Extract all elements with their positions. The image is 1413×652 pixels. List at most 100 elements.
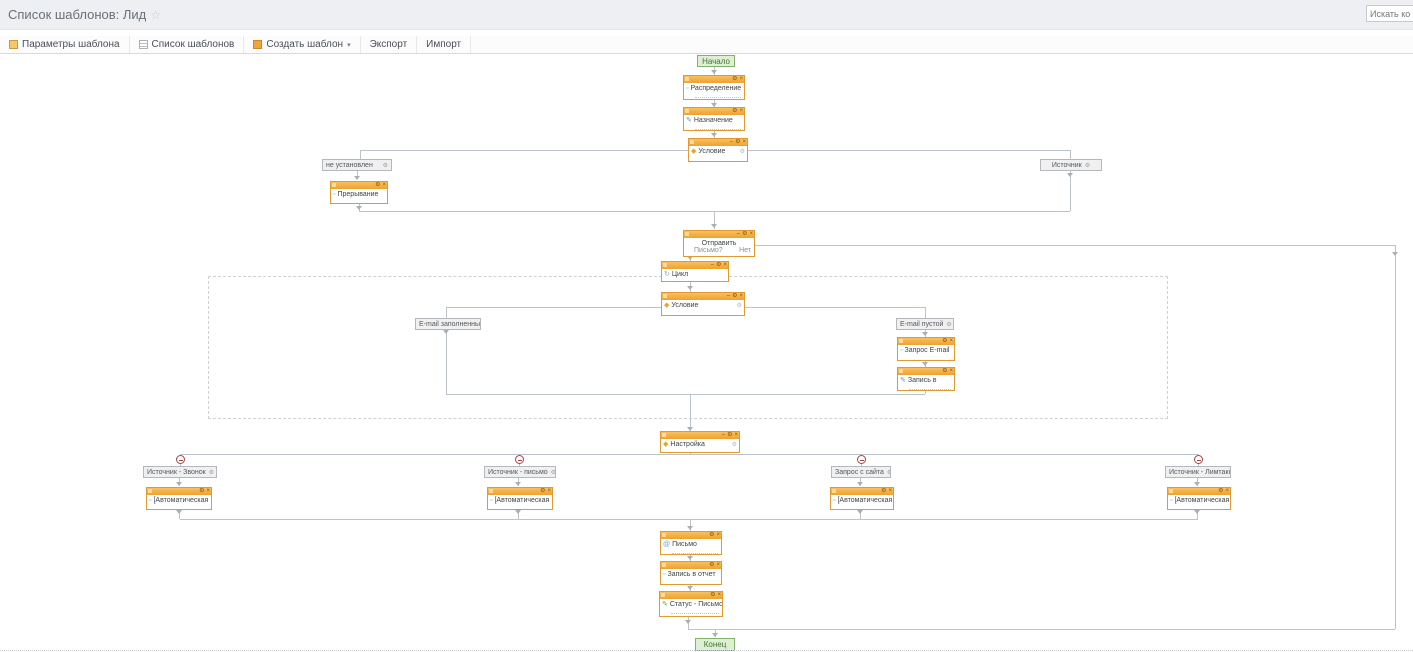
- flow-node-status[interactable]: ⚙× ✎Статус - Письмо: [659, 591, 723, 617]
- flow-node-condition-2[interactable]: –⚙× ◆Условие⚙: [661, 292, 745, 316]
- node-close-icon[interactable]: ×: [382, 182, 386, 189]
- node-settings-icon[interactable]: ⚙: [732, 108, 737, 115]
- start-node[interactable]: Начало: [697, 55, 735, 67]
- node-minimize-icon[interactable]: –: [727, 293, 730, 300]
- node-settings-icon[interactable]: ⚙: [716, 262, 721, 269]
- drag-grip[interactable]: [662, 433, 666, 437]
- node-close-icon[interactable]: ×: [739, 293, 743, 300]
- flow-node-request-email[interactable]: ⚙× ▫Запрос E-mail: [897, 337, 955, 361]
- branch-label-source[interactable]: Источник⚙: [1040, 159, 1102, 171]
- flow-node-auto-4[interactable]: ⚙× ▫[Автоматическая: [1167, 487, 1231, 510]
- drag-grip[interactable]: [663, 263, 667, 267]
- gear-icon[interactable]: ⚙: [383, 162, 388, 169]
- drag-grip[interactable]: [662, 563, 666, 567]
- import-button[interactable]: Импорт: [417, 36, 471, 53]
- gear-icon[interactable]: ⚙: [946, 321, 951, 328]
- search-input[interactable]: [1366, 5, 1413, 22]
- drag-grip[interactable]: [690, 140, 694, 144]
- node-settings-icon[interactable]: ⚙: [732, 293, 737, 300]
- branch-label-not-set[interactable]: не установлен⚙: [322, 159, 392, 171]
- node-settings-icon[interactable]: ⚙: [709, 562, 714, 569]
- flow-node-auto-1[interactable]: ⚙× ▫[Автоматическая: [146, 487, 212, 510]
- node-close-icon[interactable]: ×: [1225, 488, 1229, 495]
- favorite-star-icon[interactable]: ☆: [150, 8, 161, 22]
- flow-node-letter[interactable]: ⚙× @Письмо: [660, 531, 722, 555]
- node-minimize-icon[interactable]: –: [711, 262, 714, 269]
- node-close-icon[interactable]: ×: [739, 108, 743, 115]
- node-close-icon[interactable]: ×: [716, 562, 720, 569]
- drag-grip[interactable]: [332, 183, 336, 187]
- node-settings-icon[interactable]: ⚙: [881, 488, 886, 495]
- node-minimize-icon[interactable]: –: [737, 231, 740, 238]
- collapse-branch-button[interactable]: [515, 455, 524, 464]
- node-close-icon[interactable]: ×: [949, 338, 953, 345]
- drag-grip[interactable]: [663, 294, 667, 298]
- node-settings-icon[interactable]: ⚙: [540, 488, 545, 495]
- drag-grip[interactable]: [489, 489, 493, 493]
- node-close-icon[interactable]: ×: [717, 592, 721, 599]
- flow-node-report[interactable]: ⚙× ▫Запись в отчет: [660, 561, 722, 585]
- flow-node-interruption[interactable]: ⚙× ▫Прерывание: [330, 181, 388, 204]
- gear-icon[interactable]: ⚙: [209, 469, 214, 476]
- drag-grip[interactable]: [661, 593, 665, 597]
- drag-grip[interactable]: [685, 77, 689, 81]
- drag-grip[interactable]: [148, 489, 152, 493]
- collapse-branch-button[interactable]: [857, 455, 866, 464]
- template-params-button[interactable]: Параметры шаблона: [0, 36, 130, 53]
- node-settings-icon[interactable]: ⚙: [1218, 488, 1223, 495]
- node-settings-icon[interactable]: ⚙: [375, 182, 380, 189]
- drag-grip[interactable]: [899, 339, 903, 343]
- flow-node-loop[interactable]: –⚙× ↻Цикл: [661, 261, 729, 282]
- flow-node-send-settings[interactable]: –⚙× ◆Настройка⚙: [660, 431, 740, 453]
- branch-label-email-empty[interactable]: E-mail пустой⚙: [896, 318, 954, 330]
- flow-node-auto-3[interactable]: ⚙× ▫[Автоматическая: [830, 487, 894, 510]
- node-close-icon[interactable]: ×: [739, 76, 743, 83]
- node-settings-icon[interactable]: ⚙: [942, 338, 947, 345]
- node-settings-icon[interactable]: ⚙: [732, 76, 737, 83]
- drag-grip[interactable]: [662, 533, 666, 537]
- node-settings-icon[interactable]: ⚙: [735, 139, 740, 146]
- node-close-icon[interactable]: ×: [547, 488, 551, 495]
- branch-gear-icon[interactable]: ⚙: [740, 148, 745, 155]
- node-settings-icon[interactable]: ⚙: [709, 532, 714, 539]
- node-close-icon[interactable]: ×: [723, 262, 727, 269]
- node-close-icon[interactable]: ×: [734, 432, 738, 439]
- flow-node-assignment[interactable]: ⚙× ✎Назначение: [683, 107, 745, 131]
- node-close-icon[interactable]: ×: [716, 532, 720, 539]
- drag-grip[interactable]: [685, 109, 689, 113]
- flow-node-distribution[interactable]: ⚙× ▫Распределение: [683, 75, 745, 100]
- branch-gear-icon[interactable]: ⚙: [737, 302, 742, 309]
- node-close-icon[interactable]: ×: [206, 488, 210, 495]
- node-settings-icon[interactable]: ⚙: [742, 231, 747, 238]
- drag-grip[interactable]: [832, 489, 836, 493]
- flow-node-send-letter[interactable]: –⚙× Отправить Письмо?Нет: [683, 230, 755, 257]
- template-list-button[interactable]: Список шаблонов: [130, 36, 245, 53]
- collapse-branch-button[interactable]: [176, 455, 185, 464]
- gear-icon[interactable]: ⚙: [551, 469, 556, 476]
- gear-icon[interactable]: ⚙: [1085, 162, 1090, 169]
- drag-grip[interactable]: [1169, 489, 1173, 493]
- node-settings-icon[interactable]: ⚙: [199, 488, 204, 495]
- collapse-branch-button[interactable]: [1194, 455, 1203, 464]
- drag-grip[interactable]: [685, 232, 689, 236]
- flow-node-condition-1[interactable]: –⚙× ◆Условие⚙: [688, 138, 748, 162]
- node-close-icon[interactable]: ×: [742, 139, 746, 146]
- node-settings-icon[interactable]: ⚙: [727, 432, 732, 439]
- branch-label-source-call[interactable]: Источник - Звонок⚙: [143, 466, 217, 478]
- branch-gear-icon[interactable]: ⚙: [732, 441, 737, 448]
- drag-grip[interactable]: [899, 369, 903, 373]
- branch-label-email-filled[interactable]: E-mail заполненный⚙: [415, 318, 481, 330]
- node-settings-icon[interactable]: ⚙: [942, 368, 947, 375]
- create-template-button[interactable]: Создать шаблон▾: [244, 36, 360, 53]
- branch-label-site-request[interactable]: Запрос с сайта⚙: [831, 466, 891, 478]
- node-settings-icon[interactable]: ⚙: [710, 592, 715, 599]
- node-close-icon[interactable]: ×: [888, 488, 892, 495]
- node-close-icon[interactable]: ×: [749, 231, 753, 238]
- node-minimize-icon[interactable]: –: [730, 139, 733, 146]
- node-close-icon[interactable]: ×: [949, 368, 953, 375]
- branch-label-source-landing[interactable]: Источник - Лимтакс⚙: [1165, 466, 1231, 478]
- flow-node-auto-2[interactable]: ⚙× ▫[Автоматическая: [487, 487, 553, 510]
- node-minimize-icon[interactable]: –: [722, 432, 725, 439]
- gear-icon[interactable]: ⚙: [887, 469, 891, 476]
- branch-label-source-letter[interactable]: Источник - письмо⚙: [484, 466, 556, 478]
